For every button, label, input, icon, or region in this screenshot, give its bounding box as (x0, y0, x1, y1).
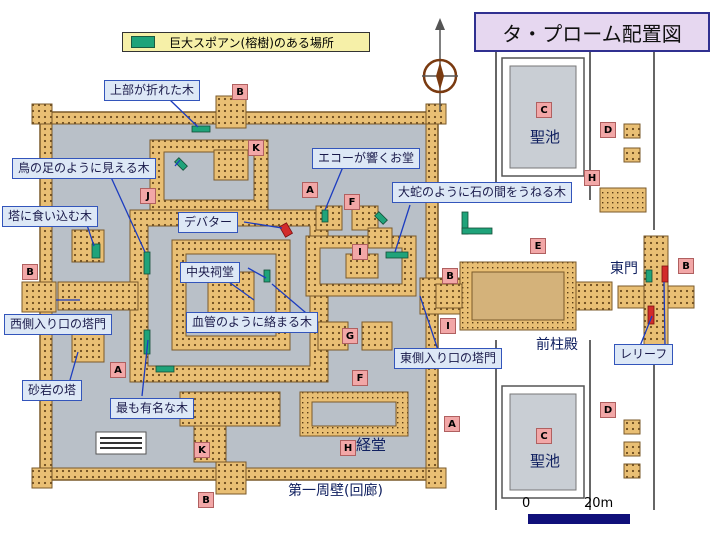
callout-devata[interactable]: デバター (178, 212, 239, 233)
marker-i-mid: I (352, 244, 368, 260)
callout-lines (56, 99, 666, 397)
tree-legend-swatch (131, 36, 155, 48)
front-hall (435, 261, 613, 331)
marker-k-low: K (194, 442, 210, 458)
east-gate-building (617, 235, 695, 347)
first-wall-label: 第一周壁(回廊) (288, 483, 383, 499)
callout-sandstone-tower[interactable]: 砂岩の塔 (22, 380, 83, 401)
compass-rose-icon (422, 18, 458, 112)
tree-markers (91, 125, 653, 373)
tree-marker (91, 243, 101, 259)
scale-bar (528, 514, 630, 524)
callout-blood-vessel-tree[interactable]: 血管のように絡まる木 (186, 312, 319, 333)
marker-f-mid: F (344, 194, 360, 210)
tree-marker (374, 211, 388, 225)
marker-h-library: H (340, 440, 356, 456)
relief-marker (278, 222, 294, 238)
callout-echo-hall[interactable]: エコーが響くお堂 (312, 148, 421, 169)
marker-j: J (140, 188, 156, 204)
marker-c-bottom: C (536, 428, 552, 444)
marker-b-bottom: B (198, 492, 214, 508)
marker-g: G (342, 328, 358, 344)
relief-marker (647, 305, 655, 325)
callout-east-gate-tower[interactable]: 東側入り口の塔門 (394, 348, 503, 369)
callout-relief[interactable]: レリーフ (614, 344, 674, 365)
marker-b-east: B (442, 268, 458, 284)
map-title: タ・プローム配置図 (474, 12, 710, 52)
small-buildings (599, 123, 647, 479)
marker-b-top: B (232, 84, 248, 100)
marker-a-se: A (444, 416, 460, 432)
tree-marker (174, 157, 188, 171)
holy-pond-top-label: 聖池 (530, 128, 561, 146)
tree-marker (645, 269, 653, 283)
legend-label: 巨大スポアン(榕樹)のある場所 (169, 35, 334, 50)
tree-marker (321, 209, 329, 223)
marker-b-gate: B (678, 258, 694, 274)
marker-b-west: B (22, 264, 38, 280)
marker-d-bottom: D (600, 402, 616, 418)
marker-k-top: K (248, 140, 264, 156)
marker-h-top: H (584, 170, 600, 186)
marker-e: E (530, 238, 546, 254)
callout-most-famous-tree[interactable]: 最も有名な木 (110, 398, 195, 419)
marker-f-low: F (352, 370, 368, 386)
callout-bird-foot-tree[interactable]: 鳥の足のように見える木 (12, 158, 156, 179)
inner-structures (57, 139, 417, 463)
marker-a-mid: A (302, 182, 318, 198)
tree-marker (191, 125, 211, 133)
relief-markers (278, 222, 669, 325)
tree-marker (461, 227, 493, 235)
callout-central-sanctuary[interactable]: 中央祠堂 (180, 262, 241, 283)
tree-marker (263, 269, 271, 283)
library-label: 経堂 (356, 436, 387, 454)
marker-i-east: I (440, 318, 456, 334)
marker-c-top: C (536, 102, 552, 118)
tree-marker (143, 251, 151, 275)
relief-marker (661, 265, 669, 283)
scale-twenty: 20m (584, 496, 614, 511)
tree-marker (155, 365, 175, 373)
scale-zero: 0 (522, 496, 531, 511)
callout-tower-bite-tree[interactable]: 塔に食い込む木 (2, 206, 99, 227)
legend: 巨大スポアン(榕樹)のある場所 (122, 32, 370, 52)
callout-west-gate[interactable]: 西側入り口の塔門 (4, 314, 113, 335)
marker-a-west: A (110, 362, 126, 378)
holy-pond-bottom-label: 聖池 (530, 452, 561, 470)
callout-snake-tree[interactable]: 大蛇のように石の間をうねる木 (392, 182, 573, 203)
east-gate-label: 東門 (610, 261, 638, 277)
tree-marker (385, 251, 409, 259)
front-hall-label: 前柱殿 (536, 337, 578, 353)
marker-d-top: D (600, 122, 616, 138)
callout-upper-broken-tree[interactable]: 上部が折れた木 (104, 80, 201, 101)
